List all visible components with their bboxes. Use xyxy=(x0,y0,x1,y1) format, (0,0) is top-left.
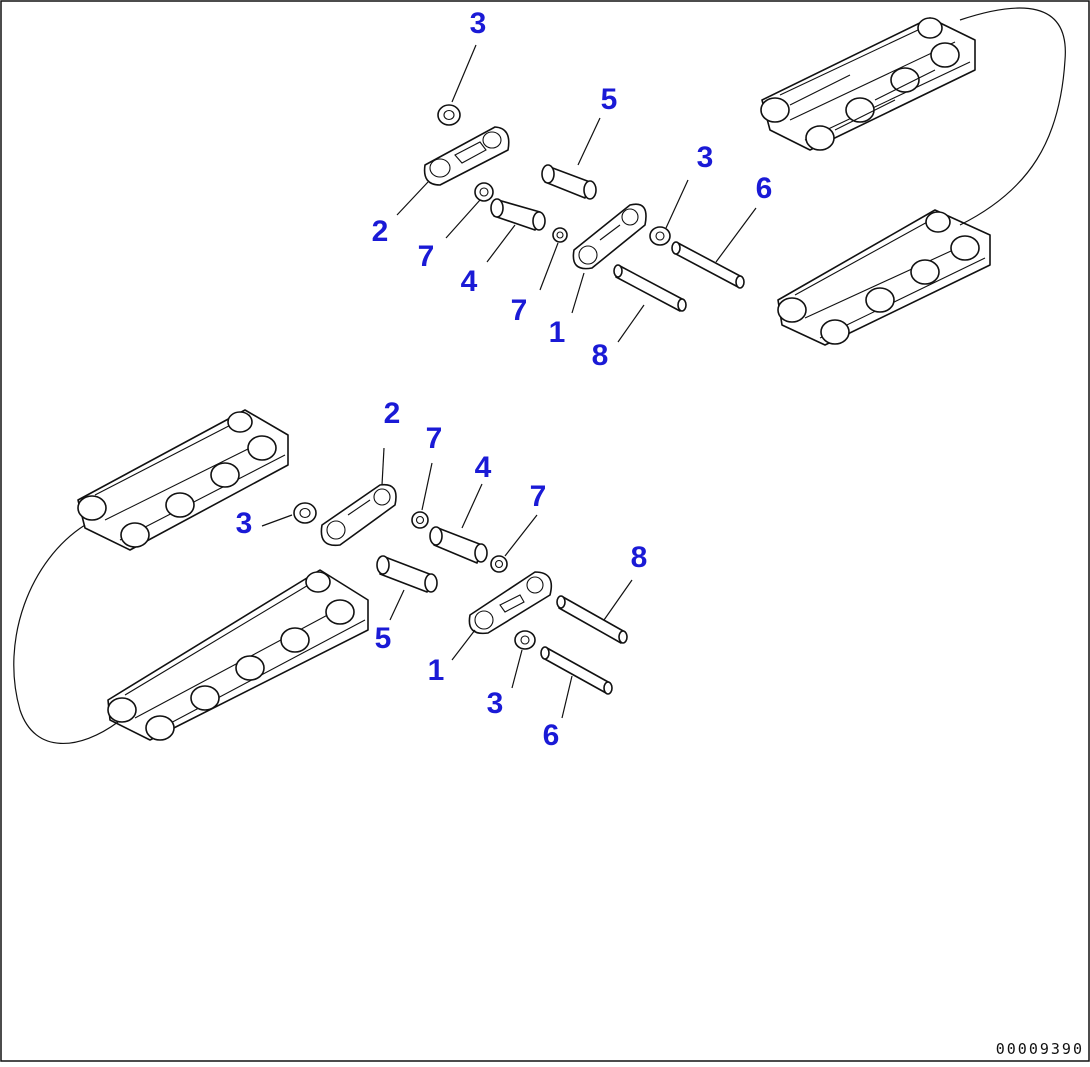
master-pin-top xyxy=(671,241,745,289)
callout-7-bottom-right: 7 xyxy=(529,480,547,513)
master-pin-bottom xyxy=(540,646,613,695)
leader-7-bottom-right xyxy=(504,514,538,557)
spacer-bushing-bottom xyxy=(429,526,488,564)
leader-8-top xyxy=(617,304,645,343)
dust-seal-top-mid xyxy=(552,227,568,243)
leader-3-top xyxy=(451,44,477,103)
callout-8-top: 8 xyxy=(591,339,609,372)
leader-7-bottom-left xyxy=(421,462,433,511)
leader-4-bottom xyxy=(461,483,483,529)
master-link-inner-top xyxy=(572,203,647,270)
leader-2-top xyxy=(396,181,429,216)
leader-6-bottom xyxy=(561,675,573,719)
callout-8-bottom: 8 xyxy=(630,541,648,574)
leader-6-top xyxy=(715,207,757,263)
leader-5-top xyxy=(577,117,601,166)
dust-seal-bottom-right xyxy=(490,555,508,573)
callout-1-bottom: 1 xyxy=(427,654,445,687)
callout-2-top: 2 xyxy=(371,215,389,248)
leader-3-bottom xyxy=(511,649,523,689)
spacer-bushing-top xyxy=(490,198,546,231)
leader-7-top-left xyxy=(445,199,481,239)
leader-7-top-mid xyxy=(539,242,559,291)
leader-1-bottom xyxy=(451,629,476,661)
callout-5-top: 5 xyxy=(600,83,618,116)
leader-5-bottom xyxy=(389,589,405,621)
seal-washer-top xyxy=(437,104,461,126)
callout-3-bottom-left: 3 xyxy=(235,507,253,540)
drawing-code: 00009390 xyxy=(995,1040,1084,1058)
callout-3-right: 3 xyxy=(696,141,714,174)
master-link-inner-bottom xyxy=(468,571,553,635)
seal-washer-bottom xyxy=(514,630,536,650)
track-loop-line-top xyxy=(959,7,1066,226)
callout-6-top: 6 xyxy=(755,172,773,205)
callout-3-bottom: 3 xyxy=(486,687,504,720)
callout-4-top: 4 xyxy=(460,265,478,298)
leader-8-bottom xyxy=(603,579,633,621)
leader-1-top xyxy=(571,272,585,314)
leader-4-top xyxy=(486,224,516,263)
spring-pin-bottom xyxy=(556,595,628,644)
master-link-outer-bottom xyxy=(320,483,397,547)
callout-4-bottom: 4 xyxy=(474,451,492,484)
callout-5-bottom: 5 xyxy=(374,622,392,655)
callout-2-bottom: 2 xyxy=(383,397,401,430)
seal-washer-right xyxy=(649,226,671,246)
master-link-outer-top xyxy=(423,126,510,186)
callout-7-bottom-left: 7 xyxy=(425,422,443,455)
track-link-assembly-bottom-lower xyxy=(107,569,369,741)
callout-3-top: 3 xyxy=(469,7,487,40)
track-link-assembly-bottom-upper xyxy=(77,409,289,551)
bushing-bottom xyxy=(376,555,438,593)
bushing-top xyxy=(541,164,597,200)
callout-1-top: 1 xyxy=(548,316,566,349)
callout-6-bottom: 6 xyxy=(542,719,560,752)
track-link-assembly-top-lower xyxy=(777,209,991,346)
callout-7-top-left: 7 xyxy=(417,240,435,273)
leader-3-bottom-left xyxy=(261,514,293,527)
leader-3-right xyxy=(665,179,689,229)
callout-7-top-mid: 7 xyxy=(510,294,528,327)
leader-2-bottom xyxy=(381,447,385,486)
dust-seal-bottom-left xyxy=(411,511,429,529)
track-link-assembly-top-upper xyxy=(760,17,976,151)
dust-seal-top-left xyxy=(474,182,494,202)
track-loop-line-bottom xyxy=(13,524,119,744)
spring-pin-top xyxy=(613,264,687,312)
seal-washer-bottom-left xyxy=(293,502,317,524)
